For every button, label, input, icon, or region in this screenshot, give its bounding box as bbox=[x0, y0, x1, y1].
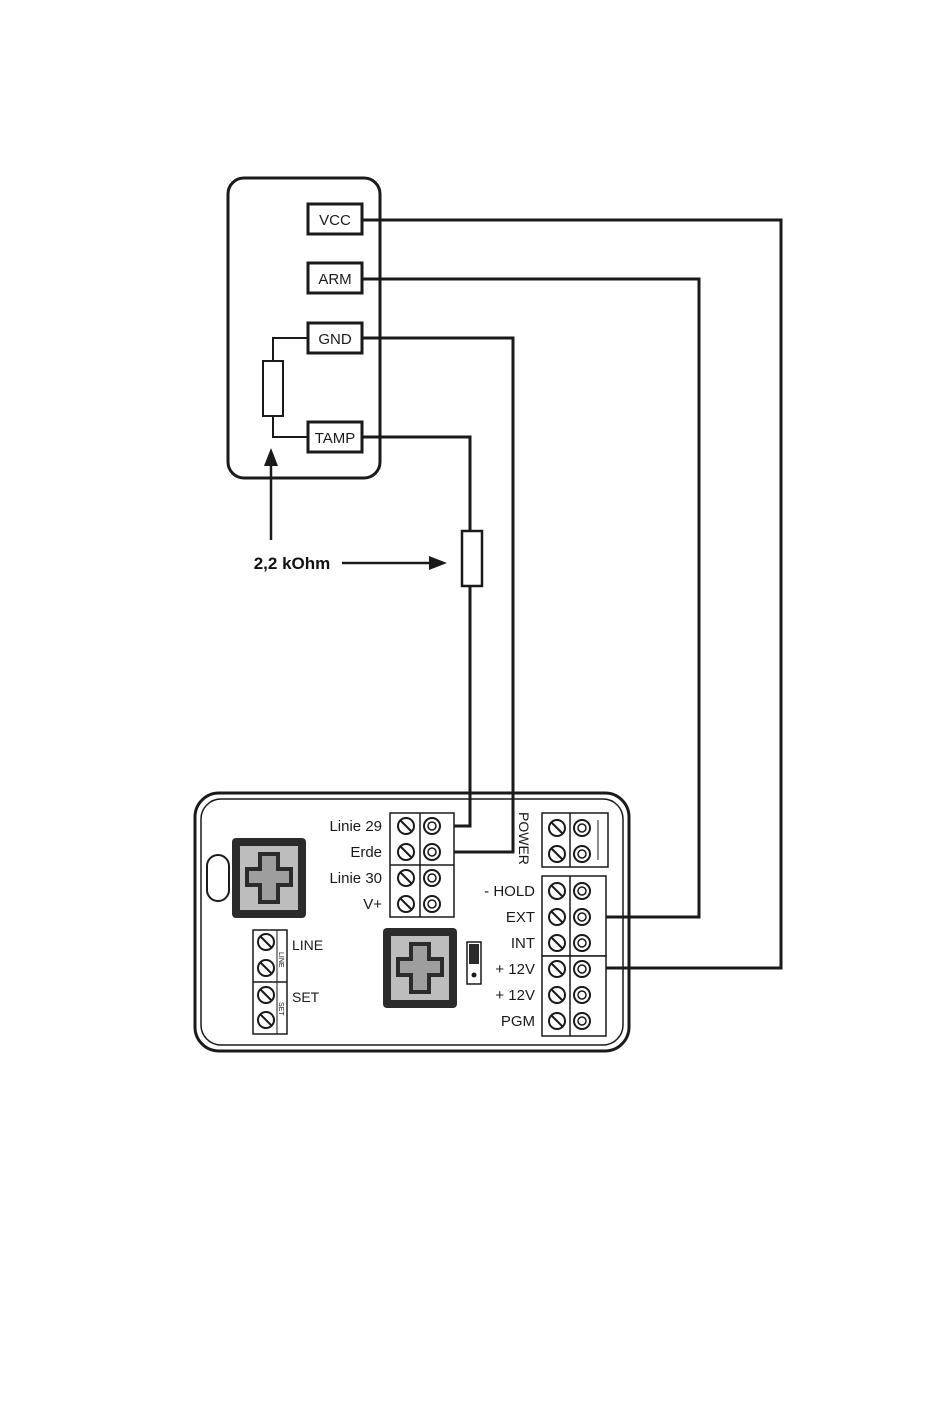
terminal-gnd-label: GND bbox=[318, 331, 352, 348]
screw-icon bbox=[549, 987, 565, 1003]
terminal-arm-label: ARM bbox=[318, 271, 351, 288]
wire-clamp-icon bbox=[574, 820, 590, 836]
terminal-label: - HOLD bbox=[484, 883, 535, 900]
terminal-label: INT bbox=[511, 935, 535, 952]
rj-connector-center bbox=[383, 928, 457, 1008]
screw-icon bbox=[549, 909, 565, 925]
line-small-label: LINE bbox=[277, 952, 284, 968]
screw-icon bbox=[258, 1012, 274, 1028]
screw-icon bbox=[549, 820, 565, 836]
screw-icon bbox=[398, 896, 414, 912]
terminal-tamp: TAMP bbox=[308, 422, 362, 452]
internal-resistor bbox=[263, 338, 308, 437]
screw-icon bbox=[549, 883, 565, 899]
wire-clamp-icon bbox=[574, 909, 590, 925]
wire-clamp-icon bbox=[574, 883, 590, 899]
screw-icon bbox=[258, 987, 274, 1003]
set-small-label: SET bbox=[277, 1002, 284, 1016]
screw-icon bbox=[398, 818, 414, 834]
terminal-label: PGM bbox=[501, 1013, 535, 1030]
jumper bbox=[467, 942, 481, 984]
external-resistor bbox=[462, 531, 482, 586]
wire-gnd bbox=[362, 338, 513, 852]
wire-clamp-icon bbox=[574, 1013, 590, 1029]
arrow-right-icon bbox=[429, 556, 447, 570]
terminal-label: + 12V bbox=[495, 987, 535, 1004]
io-terminal-block bbox=[542, 876, 606, 1036]
screw-icon bbox=[549, 935, 565, 951]
wire-clamp-icon bbox=[424, 896, 440, 912]
wire-clamp-icon bbox=[574, 846, 590, 862]
terminal-arm: ARM bbox=[308, 263, 362, 293]
terminal-label: + 12V bbox=[495, 961, 535, 978]
terminal-label: Erde bbox=[350, 844, 382, 861]
screw-icon bbox=[398, 844, 414, 860]
wire-clamp-icon bbox=[424, 844, 440, 860]
terminal-label: Linie 30 bbox=[329, 870, 382, 887]
wire-tamp-lower bbox=[432, 586, 470, 826]
wire-clamp-icon bbox=[424, 870, 440, 886]
mounting-slot bbox=[207, 855, 229, 901]
terminal-vcc-label: VCC bbox=[319, 212, 351, 229]
wire-tamp bbox=[362, 437, 470, 531]
control-module: LINE SET LINE SET POWER Linie 29 ErdeLini… bbox=[195, 793, 629, 1051]
resistor-value-label: 2,2 kOhm bbox=[254, 554, 331, 573]
line-label: LINE bbox=[292, 937, 323, 953]
wire-clamp-icon bbox=[574, 987, 590, 1003]
screw-icon bbox=[398, 870, 414, 886]
line-set-block: LINE SET LINE SET bbox=[253, 930, 323, 1034]
terminal-label: EXT bbox=[506, 909, 535, 926]
screw-icon bbox=[549, 846, 565, 862]
terminal-tamp-label: TAMP bbox=[315, 430, 356, 447]
set-label: SET bbox=[292, 989, 320, 1005]
wire-clamp-icon bbox=[574, 935, 590, 951]
screw-icon bbox=[258, 960, 274, 976]
terminal-vcc: VCC bbox=[308, 204, 362, 234]
power-label: POWER bbox=[516, 812, 532, 865]
wire-clamp-icon bbox=[424, 818, 440, 834]
arrow-up-icon bbox=[264, 448, 278, 466]
screw-icon bbox=[549, 961, 565, 977]
screw-icon bbox=[258, 934, 274, 950]
resistor-annotation: 2,2 kOhm bbox=[254, 448, 447, 573]
rj-connector-left bbox=[232, 838, 306, 918]
terminal-label: V+ bbox=[363, 896, 382, 913]
terminal-gnd: GND bbox=[308, 323, 362, 353]
terminal-label: Linie 29 bbox=[329, 818, 382, 835]
wire-clamp-icon bbox=[574, 961, 590, 977]
sensor-unit: VCC ARM GND TAMP bbox=[228, 178, 380, 478]
screw-icon bbox=[549, 1013, 565, 1029]
